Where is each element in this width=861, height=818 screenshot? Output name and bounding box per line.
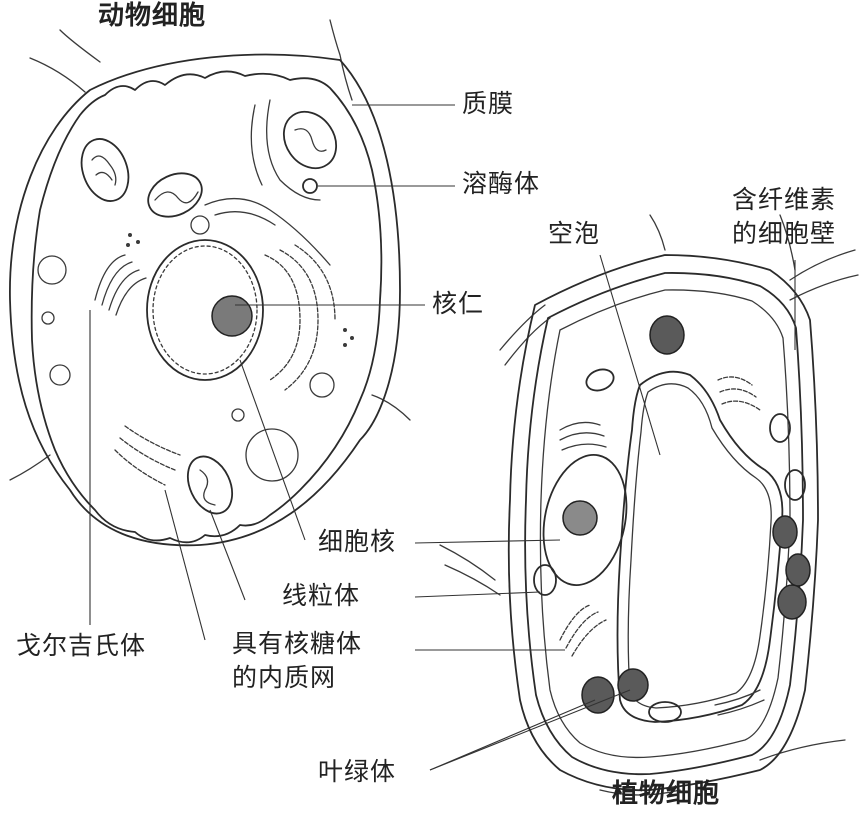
- plant-plasma-membrane: [539, 289, 791, 759]
- animal-vesicle: [190, 215, 210, 235]
- label-chloroplast: 叶绿体: [318, 757, 397, 786]
- animal-cell-outer-boundary: [9, 53, 401, 547]
- leader-vacuole: [599, 254, 661, 456]
- label-cellulose-wall-line1: 含纤维素: [732, 185, 837, 214]
- ribosome-dot: [128, 233, 132, 237]
- plant-mitochondrion: [784, 469, 806, 501]
- mitochondrion-cristae: [154, 191, 199, 204]
- animal-lysosome: [302, 178, 318, 194]
- leader-rer: [164, 489, 206, 641]
- label-nucleus: 细胞核: [318, 527, 397, 556]
- plant-cell-title: 植物细胞: [612, 779, 721, 809]
- plant-er: [717, 376, 761, 411]
- plant-nucleolus: [562, 500, 598, 536]
- leader-mitochondrion-animal: [209, 509, 246, 601]
- plant-vacuole: [616, 370, 784, 723]
- label-golgi: 戈尔吉氏体: [16, 631, 147, 660]
- animal-vesicle: [37, 255, 67, 285]
- animal-rough-er-lower: [114, 425, 181, 486]
- label-rer-line2: 的内质网: [232, 663, 337, 692]
- animal-cell: [9, 19, 411, 547]
- animal-cell-title: 动物细胞: [98, 1, 207, 31]
- plant-chloroplast: [772, 515, 798, 549]
- ribosome-dot: [343, 343, 347, 347]
- animal-rough-er: [264, 244, 336, 391]
- mitochondrion-cristae: [91, 155, 117, 186]
- plant-mitochondrion: [769, 413, 791, 443]
- plant-chloroplast: [649, 315, 685, 355]
- plant-cell-wall-inner: [524, 272, 804, 776]
- animal-nucleolus: [211, 295, 253, 337]
- neighbor-cell-outline: [9, 394, 411, 481]
- ribosome-dot: [126, 243, 130, 247]
- label-vacuole: 空泡: [548, 219, 601, 248]
- ribosome-dot: [343, 328, 347, 332]
- plant-chloroplast: [777, 584, 807, 620]
- animal-er: [204, 99, 331, 266]
- mitochondrion-cristae: [199, 469, 216, 506]
- plant-golgi: [559, 421, 607, 451]
- animal-mitochondrion: [147, 172, 203, 218]
- leader-chloroplast-2: [429, 689, 631, 771]
- label-nucleolus: 核仁: [432, 289, 485, 318]
- leader-nucleus-plant: [414, 539, 561, 544]
- animal-vesicle: [49, 364, 71, 386]
- plasma-membrane: [30, 70, 383, 544]
- plant-cell-wall-outer: [507, 254, 819, 792]
- leader-nucleus-animal: [239, 359, 306, 541]
- animal-golgi: [94, 254, 147, 316]
- plant-nucleus: [542, 454, 628, 586]
- plant-chloroplast: [581, 676, 615, 714]
- animal-vesicle: [309, 372, 335, 398]
- plant-cell: [439, 214, 859, 796]
- leader-chloroplast-1: [429, 699, 596, 771]
- label-cellulose-wall-line2: 的细胞壁: [732, 219, 837, 248]
- plant-chloroplast: [617, 668, 649, 702]
- plant-tonoplast: [627, 383, 772, 709]
- ribosome-dot: [350, 336, 354, 340]
- animal-vesicle: [245, 428, 299, 482]
- plant-chloroplast: [785, 553, 811, 587]
- plant-mitochondrion: [585, 368, 615, 392]
- plant-er-bottom: [714, 689, 765, 716]
- leader-mitochondrion-plant: [414, 591, 541, 598]
- animal-nucleus: [146, 239, 264, 381]
- label-mitochondrion: 线粒体: [282, 581, 361, 610]
- animal-vesicle: [231, 408, 245, 422]
- animal-mitochondrion: [186, 455, 234, 515]
- ribosome-dot: [136, 240, 140, 244]
- plant-mitochondrion: [648, 701, 682, 723]
- label-lysosome: 溶酶体: [462, 169, 541, 198]
- animal-vesicle: [41, 311, 55, 325]
- mitochondrion-cristae: [294, 128, 327, 152]
- animal-mitochondrion: [80, 138, 130, 202]
- plant-rough-er: [559, 604, 607, 657]
- plant-mitochondrion: [533, 564, 557, 596]
- animal-mitochondrion: [282, 110, 338, 170]
- animal-nuclear-envelope: [152, 245, 258, 375]
- neighbor-cell-outline: [29, 19, 353, 101]
- leader-lines: [89, 104, 796, 771]
- label-plasma-membrane: 质膜: [462, 89, 515, 118]
- label-rer-line1: 具有核糖体: [232, 629, 363, 658]
